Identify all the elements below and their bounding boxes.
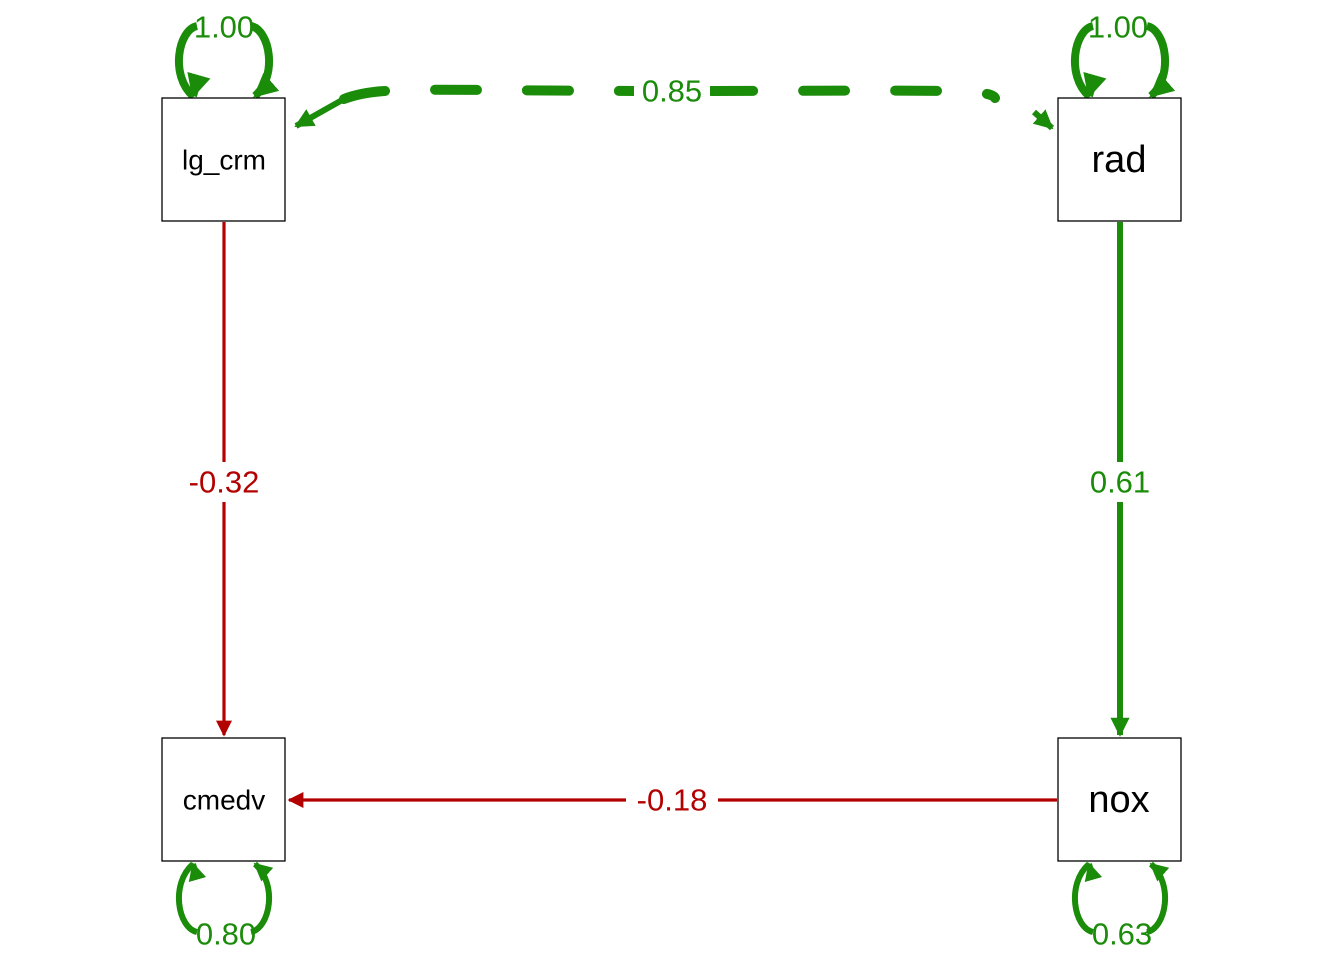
node-rad: rad [1057, 97, 1182, 222]
covariance-end-rad [1032, 109, 1054, 131]
covariance-lg-crm-rad [339, 84, 1000, 104]
path-label-rad-to-nox: 0.61 [1090, 465, 1150, 500]
variance-loop-rad [1071, 22, 1165, 96]
variance-loop-cmedv-start [188, 862, 207, 883]
path-label-nox-to-cmedv: -0.18 [637, 783, 708, 818]
node-cmedv: cmedv [161, 737, 286, 862]
variance-label-rad: 1.00 [1088, 10, 1148, 45]
variance-loop-rad-start [1083, 71, 1107, 99]
node-nox: nox [1057, 737, 1182, 862]
variance-label-cmedv: 0.80 [196, 917, 256, 952]
variance-label-nox: 0.63 [1092, 917, 1152, 952]
variance-loop-cmedv [176, 864, 269, 935]
variance-loop-lg-crm [175, 22, 269, 96]
covariance-end-lg-crm [294, 96, 346, 129]
node-label-nox: nox [1088, 779, 1149, 821]
node-label-rad: rad [1092, 139, 1147, 181]
node-lg-crm: lg_crm [161, 97, 286, 222]
node-label-cmedv: cmedv [183, 785, 265, 816]
variance-loop-lg-crm-start [187, 71, 211, 99]
variance-label-lg-crm: 1.00 [194, 10, 254, 45]
node-label-lg-crm: lg_crm [182, 145, 266, 176]
covariance-label-lg-crm-rad: 0.85 [642, 74, 702, 109]
variance-loop-nox-start [1084, 862, 1103, 883]
variance-loop-nox [1072, 864, 1165, 935]
path-label-lg-crm-to-cmedv: -0.32 [189, 465, 260, 500]
